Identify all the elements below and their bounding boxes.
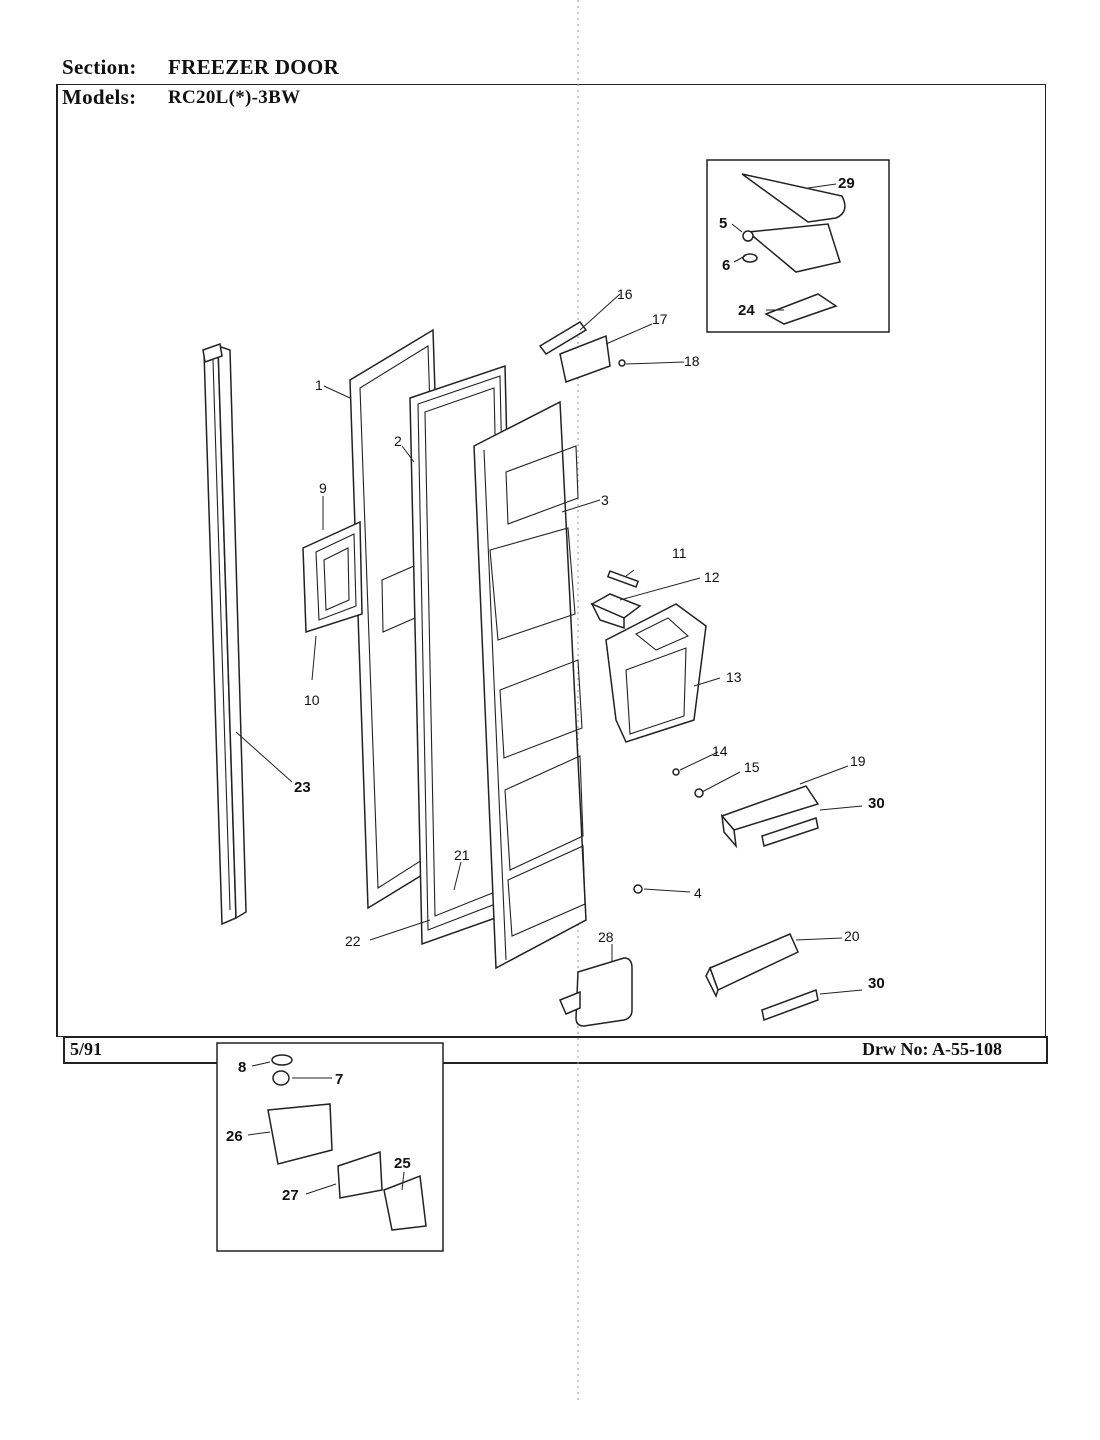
part-20-30-lower-shelf-bar (705, 933, 819, 1022)
callout-15: 15 (744, 759, 760, 775)
part-28-cover-plate (559, 957, 633, 1027)
callout-5: 5 (719, 215, 727, 232)
callout-12: 12 (704, 569, 720, 585)
callout-25: 25 (394, 1155, 411, 1172)
callout-9: 9 (319, 480, 327, 496)
hinge-inset-top (706, 159, 890, 333)
drawing-date: 5/91 (70, 1039, 103, 1059)
callout-1: 1 (315, 377, 323, 393)
callout-21: 21 (454, 847, 470, 863)
callout-19: 19 (850, 753, 866, 769)
callout-22: 22 (345, 933, 361, 949)
callout-17: 17 (652, 311, 668, 327)
callout-30-upper: 30 (868, 795, 885, 812)
callout-28: 28 (598, 929, 614, 945)
callout-29: 29 (838, 175, 855, 192)
callout-10: 10 (304, 692, 320, 708)
callout-11: 11 (672, 545, 687, 561)
part-23-door-strip (202, 342, 247, 926)
callout-26: 26 (226, 1128, 243, 1145)
callout-3: 3 (601, 492, 609, 508)
callout-8: 8 (238, 1059, 246, 1076)
footer-box (63, 1036, 1048, 1064)
part-9-10-filler-panel (302, 520, 363, 634)
part-16-17-18-hinge-pin-bracket (538, 321, 626, 383)
callout-14: 14 (712, 743, 728, 759)
part-19-30-upper-shelf-bar (720, 785, 820, 849)
callout-2: 2 (394, 433, 402, 449)
callout-18: 18 (684, 353, 700, 369)
callout-7: 7 (335, 1071, 343, 1088)
drawing-number: Drw No: A-55-108 (862, 1039, 1002, 1059)
callout-20: 20 (844, 928, 860, 944)
part-14-15-4-screws (633, 768, 704, 894)
callout-4: 4 (694, 885, 702, 901)
leader-lines (235, 183, 863, 1195)
callout-24: 24 (738, 302, 755, 319)
callout-6: 6 (722, 257, 730, 274)
footer-divider (63, 1036, 1048, 1039)
callout-13: 13 (726, 669, 742, 685)
callout-27: 27 (282, 1187, 299, 1204)
part-3-door-panel (473, 400, 587, 970)
section-title: FREEZER DOOR (168, 55, 340, 79)
callout-23: 23 (294, 779, 311, 796)
callout-16: 16 (617, 286, 633, 302)
models-label: Models: (62, 85, 137, 109)
section-label: Section: (62, 55, 137, 79)
callout-30-lower: 30 (868, 975, 885, 992)
hinge-inset-bottom (216, 1042, 444, 1252)
model-number: RC20L(*)-3BW (168, 87, 301, 108)
part-11-12-13-dispenser-housing (590, 570, 707, 743)
